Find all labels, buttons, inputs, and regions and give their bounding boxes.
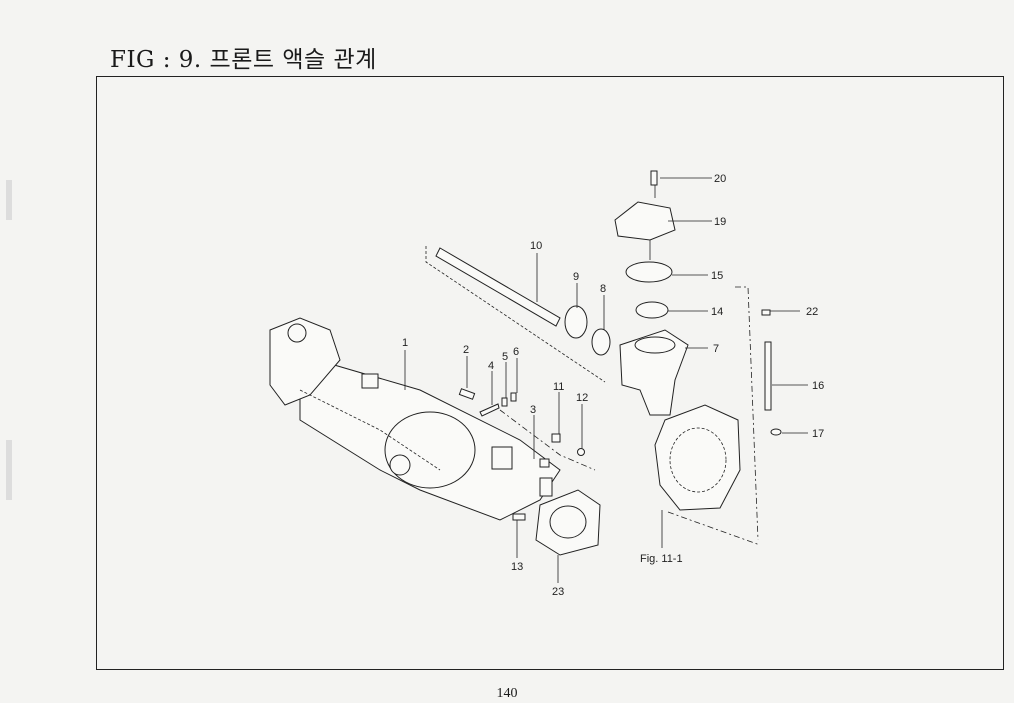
part-label-1: 1 — [402, 337, 408, 349]
part-label-6: 6 — [513, 346, 519, 358]
axle-shaft-drawing — [425, 246, 611, 383]
tie-rod-drawing — [735, 286, 782, 541]
part-labels: 1 2 3 4 5 6 7 8 9 10 11 12 13 14 15 16 1… — [402, 173, 824, 598]
part-label-13: 13 — [511, 561, 523, 573]
part-label-8: 8 — [600, 283, 606, 295]
page-number: 140 — [496, 686, 518, 701]
leader-lines — [404, 177, 808, 583]
wheel-hub-drawing — [654, 404, 761, 546]
diagram-frame — [96, 76, 1004, 670]
page-title: FIG : 9. 프론트 액슬 관계 — [110, 47, 377, 73]
scan-margin-mark — [6, 180, 12, 220]
part-label-12: 12 — [576, 392, 588, 404]
steering-knuckle-drawing — [614, 170, 689, 416]
part-label-9: 9 — [573, 271, 579, 283]
part-label-11: 11 — [553, 381, 564, 393]
part-label-16: 16 — [812, 380, 824, 392]
part-label-7: 7 — [713, 343, 719, 355]
scan-margin-mark — [6, 440, 12, 500]
part-label-19: 19 — [714, 216, 726, 228]
reference-label-fig-11-1: Fig. 11-1 — [640, 553, 683, 565]
axle-housing-drawing — [269, 317, 561, 521]
part-label-2: 2 — [463, 344, 469, 356]
part-label-23: 23 — [552, 586, 564, 598]
small-hardware-drawing — [458, 388, 596, 521]
part-label-4: 4 — [488, 360, 494, 372]
part-label-15: 15 — [711, 270, 723, 282]
part-label-20: 20 — [714, 173, 726, 185]
part-label-10: 10 — [530, 240, 542, 252]
flange-gasket-drawing — [535, 489, 601, 556]
part-label-3: 3 — [530, 404, 536, 416]
part-label-22: 22 — [806, 306, 818, 318]
part-label-5: 5 — [502, 351, 508, 363]
part-label-14: 14 — [711, 306, 723, 318]
part-label-17: 17 — [812, 428, 824, 440]
